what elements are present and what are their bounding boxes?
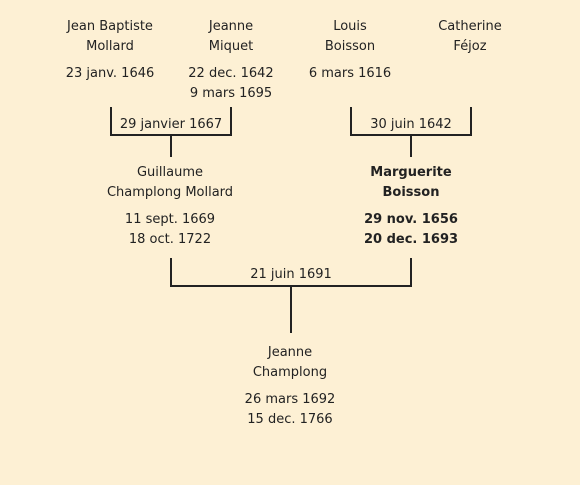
marriage-date-parents: 21 juin 1691 xyxy=(250,267,332,282)
marriage-date-paternal: 29 janvier 1667 xyxy=(119,117,223,132)
person-death-date: 9 mars 1695 xyxy=(189,86,273,101)
person-death-date: 20 dec. 1693 xyxy=(363,232,459,247)
person-birth-date: 6 mars 1616 xyxy=(308,66,392,81)
person-birth-date: 26 mars 1692 xyxy=(244,392,336,407)
person-name-line: Jean Baptiste xyxy=(67,19,153,34)
person-death-date: 15 dec. 1766 xyxy=(247,412,333,427)
person-jean-baptiste-mollard[interactable]: Jean Baptiste Mollard 23 janv. 1646 xyxy=(35,17,185,84)
person-name-line: Champlong xyxy=(252,365,328,380)
person-name-line: Boisson xyxy=(382,185,440,200)
person-name-line: Mollard xyxy=(86,39,134,54)
person-name-line: Marguerite xyxy=(370,165,452,180)
person-birth-date: 29 nov. 1656 xyxy=(364,212,458,227)
person-birth-date: 22 dec. 1642 xyxy=(188,66,274,81)
person-jeanne-miquet[interactable]: Jeanne Miquet 22 dec. 1642 9 mars 1695 xyxy=(156,17,306,104)
person-jeanne-champlong[interactable]: Jeanne Champlong 26 mars 1692 15 dec. 17… xyxy=(215,343,365,430)
person-louis-boisson[interactable]: Louis Boisson 6 mars 1616 xyxy=(275,17,425,84)
person-name-line: Guillaume xyxy=(136,165,203,180)
person-name-line: Miquet xyxy=(208,39,254,54)
person-name-line: Féjoz xyxy=(453,39,487,54)
person-name-line: Boisson xyxy=(324,39,376,54)
person-catherine-fejoz[interactable]: Catherine Féjoz xyxy=(395,17,545,57)
person-birth-date: 23 janv. 1646 xyxy=(65,66,155,81)
person-marguerite-boisson[interactable]: Marguerite Boisson 29 nov. 1656 20 dec. … xyxy=(336,163,486,250)
marriage-date-maternal: 30 juin 1642 xyxy=(370,117,452,132)
person-guillaume-champlong-mollard[interactable]: Guillaume Champlong Mollard 11 sept. 166… xyxy=(95,163,245,250)
person-birth-date: 11 sept. 1669 xyxy=(124,212,216,227)
person-name-line: Champlong Mollard xyxy=(106,185,234,200)
person-death-date: 18 oct. 1722 xyxy=(128,232,212,247)
person-name-line: Jeanne xyxy=(208,19,254,34)
person-name-line: Jeanne xyxy=(267,345,313,360)
person-name-line: Catherine xyxy=(438,19,502,34)
person-name-line: Louis xyxy=(333,19,367,34)
